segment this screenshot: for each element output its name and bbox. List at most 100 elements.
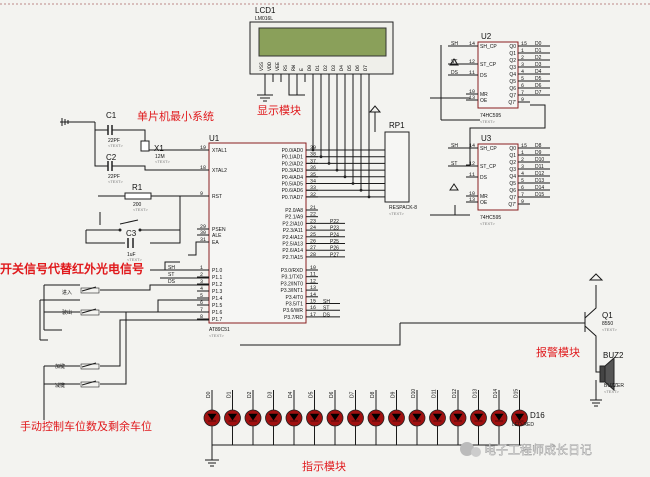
u1-pin-name: P2.5/A13 xyxy=(282,242,303,248)
lcd-pin-label: D2 xyxy=(323,65,329,71)
ea-wire xyxy=(188,241,209,256)
chip-net-label: D11 xyxy=(535,164,544,170)
p2-net-label: P25 xyxy=(330,239,339,245)
led-symbol xyxy=(371,413,381,422)
led-net-label: D7 xyxy=(350,391,356,398)
led-symbol xyxy=(268,413,279,422)
chip-pin-number: 1 xyxy=(521,48,524,54)
u1-pin-name: ALE xyxy=(212,233,222,239)
junction xyxy=(335,168,339,172)
chip-net-label: D4 xyxy=(535,69,542,75)
c3-text: <TEXT> xyxy=(127,257,143,262)
respack-rp1: RP1 RESPACK-8 <TEXT> xyxy=(368,105,417,216)
p2-net-label: P22 xyxy=(330,219,339,225)
u1-pin-number: 4 xyxy=(200,286,203,292)
chip-net-label: DS xyxy=(451,70,459,76)
chip-pin-name: Q0 xyxy=(509,146,516,152)
lcd-pin-label: D0 xyxy=(307,65,313,71)
p2-net-label: P26 xyxy=(330,246,339,252)
u1-pin-name: P2.4/A12 xyxy=(282,235,303,241)
chip-pin-number: 6 xyxy=(521,185,524,191)
u1-pin-number: 14 xyxy=(310,292,316,298)
u1-pin-number: 1 xyxy=(200,265,203,271)
chip-pin-name: Q0 xyxy=(509,44,516,50)
u1-pin-number: 6 xyxy=(200,300,203,306)
led-net-label: D0 xyxy=(206,391,212,398)
chip-pin-name: OE xyxy=(480,98,488,104)
q1-value: 8550 xyxy=(602,321,613,327)
chip-model: 74HC595 xyxy=(480,113,501,119)
led-net-label: D6 xyxy=(329,391,335,398)
crystal-x1 xyxy=(140,140,150,152)
u1-pin-name: P0.1/AD1 xyxy=(282,155,304,161)
chip-pin-name: MR xyxy=(480,92,488,98)
chip-pin-number: 10 xyxy=(469,89,475,95)
u1-pin-name: P0.6/AD6 xyxy=(282,188,304,194)
u1-pin-name: P0.7/AD7 xyxy=(282,195,304,201)
chip-pin-number: 15 xyxy=(521,41,527,47)
chip-pin-name: Q7' xyxy=(508,100,516,106)
resistor-r1 xyxy=(124,192,152,200)
u1-pin-number: 35 xyxy=(310,172,316,178)
u1-pin-name: XTAL2 xyxy=(212,168,227,174)
led-symbol xyxy=(289,413,299,422)
lcd-data-wire xyxy=(306,82,314,151)
buzzer-buz2: BUZ2 BUZZER <TEXT> xyxy=(590,351,624,407)
led-symbol xyxy=(227,413,238,422)
led-net-label: D4 xyxy=(288,391,294,398)
chip-pin-name: Q6 xyxy=(509,188,516,194)
chip-net-label: D2 xyxy=(535,55,542,61)
switch-label-enter: 进入 xyxy=(62,289,72,296)
chip-pin-name: Q3 xyxy=(509,65,516,71)
chip-pin-number: 14 xyxy=(469,143,475,149)
u1-pin-name: P3.6/WR xyxy=(283,308,303,314)
chip-net-label: D1 xyxy=(535,48,542,54)
u1-pin-name: P0.3/AD3 xyxy=(282,168,304,174)
chip-pin-name: Q2 xyxy=(509,58,516,64)
buz-text: <TEXT> xyxy=(604,389,620,394)
chip-pin-name: Q5 xyxy=(509,181,516,187)
c3-value: 1uF xyxy=(127,252,136,258)
wechat-icon xyxy=(460,442,474,456)
chip-pin-name: Q1 xyxy=(509,51,516,57)
u1-pin-name: P1.5 xyxy=(212,303,223,309)
led-symbol xyxy=(453,413,463,422)
led-symbol xyxy=(412,413,422,422)
rp1-text: <TEXT> xyxy=(389,211,405,216)
u1-pin-number: 29 xyxy=(200,224,206,230)
chip-pin-number: 5 xyxy=(521,178,524,184)
chip-body xyxy=(477,41,519,109)
u1-pin-name: P0.4/AD4 xyxy=(282,175,304,181)
lcd-pin-label: D4 xyxy=(339,65,345,71)
c1-ref: C1 xyxy=(106,111,117,120)
u1-text: <TEXT> xyxy=(209,333,225,338)
chip-pin-number: 3 xyxy=(521,164,524,170)
chip-pin-number: 11 xyxy=(469,172,475,178)
annotation-indicator-module: 指示模块 xyxy=(302,459,346,473)
junction xyxy=(343,175,347,179)
buz-ref: BUZ2 xyxy=(603,351,624,360)
u1-pin-name: XTAL1 xyxy=(212,148,227,154)
chip-pin-name: Q4 xyxy=(509,72,516,78)
u1-pin-number: 22 xyxy=(310,212,316,218)
u1-pin-number: 7 xyxy=(200,307,203,313)
lcd-pin-label: RW xyxy=(291,65,297,71)
switch-group[interactable]: 进入 驶出 加键 减键 xyxy=(39,261,209,420)
u1-pin-number: 5 xyxy=(200,293,203,299)
chip-pin-number: 9 xyxy=(521,97,524,103)
junction xyxy=(351,182,355,185)
chip-pin-name: Q5 xyxy=(509,79,516,85)
chip-net-label: D15 xyxy=(535,192,544,198)
rp1-ref: RP1 xyxy=(389,121,405,130)
p1-net-label: SH xyxy=(168,265,175,271)
u1-pin-number: 17 xyxy=(310,312,316,318)
chip-pin-number: 4 xyxy=(521,171,524,177)
chip-pin-number: 7 xyxy=(521,192,524,198)
lcd-pin-label: RS xyxy=(283,65,289,71)
annotation-switch-signal: 开关信号代替红外光电信号 xyxy=(0,261,144,276)
u1-pin-number: 2 xyxy=(200,272,203,278)
